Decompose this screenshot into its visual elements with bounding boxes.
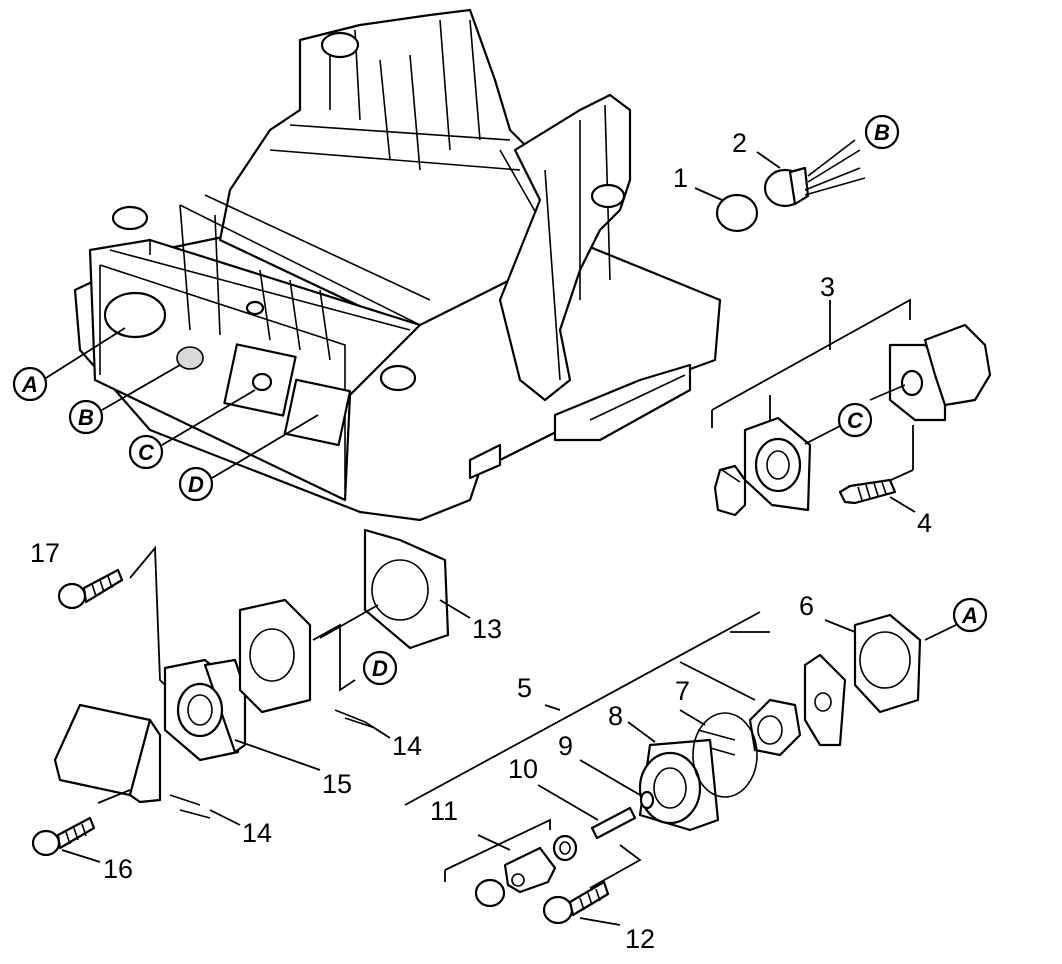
part-number-14-upper: 14 [392,731,422,761]
part-number-1: 1 [673,163,688,193]
part-12-screw [542,844,642,926]
ref-letter-d-socket: D [372,656,388,681]
part-number-16: 16 [103,854,133,884]
part-2-button [756,139,866,208]
housing-base [73,8,722,522]
part-number-8: 8 [608,701,623,731]
part-number-4: 4 [917,508,932,538]
ref-letter-b-housing: B [78,405,94,430]
ref-letter-b-switch: B [874,120,890,145]
part-14-gasket-left [238,598,391,739]
part-number-2: 2 [732,128,747,158]
part-number-12: 12 [625,924,655,954]
ref-letter-c-switch: C [847,408,864,433]
part-number-9: 9 [558,731,573,761]
part-14-cover [53,703,241,826]
part-17-screw [57,545,171,691]
part-13-frame [319,528,471,650]
part-number-labels: 1 2 3 4 5 6 7 8 9 10 11 12 13 14 14 15 1… [30,128,932,954]
part-number-6: 6 [799,591,814,621]
part-8-flange [627,712,758,832]
part-11-bushing [444,818,578,908]
ref-letter-d-housing: D [188,472,204,497]
part-5-assembly-lines [404,611,770,806]
part-4-screw [838,478,916,513]
part-number-5: 5 [517,673,532,703]
ref-letter-a-housing: A [21,372,38,397]
part-3-switch-assembly [711,298,992,517]
part-number-10: 10 [508,754,538,784]
housing-reference-letters: A B C D [12,327,319,502]
ref-letter-a-switch: A [961,603,978,628]
part-number-14-lower: 14 [242,818,272,848]
part-15-socket [163,658,321,771]
part-10-pin [537,784,637,840]
part-number-15: 15 [322,769,352,799]
part-16-screw [31,789,131,863]
part-6-gasket [803,613,959,747]
component-reference-letters: B C D A [362,114,988,686]
part-9-oring [579,759,655,810]
part-number-3: 3 [820,272,835,302]
part-number-11: 11 [430,796,458,826]
part-number-13: 13 [472,614,502,644]
part-number-17: 17 [30,538,60,568]
ref-letter-c-housing: C [138,440,155,465]
part-1-cap [694,187,759,233]
part-number-7: 7 [675,676,690,706]
